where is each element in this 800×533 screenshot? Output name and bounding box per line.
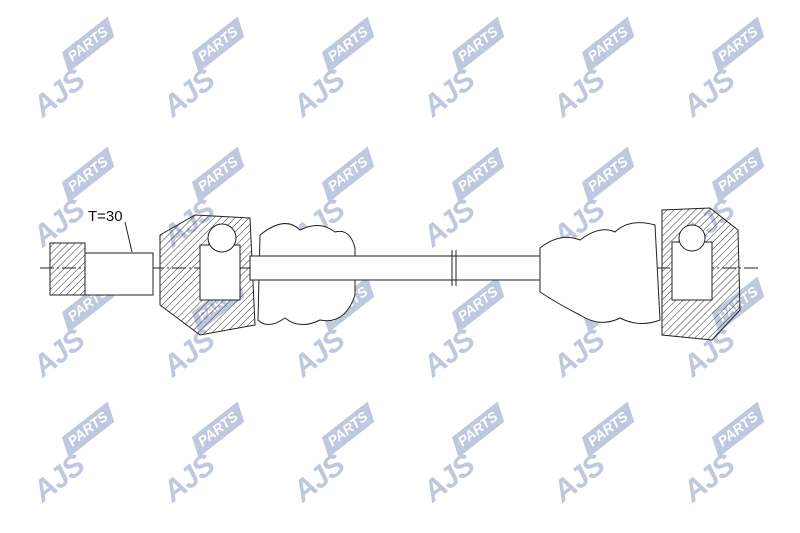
threaded-stub [84, 252, 154, 296]
leader-line [124, 221, 133, 253]
outer-boot [539, 222, 661, 324]
nut [49, 242, 86, 296]
outer-joint-ball [678, 224, 706, 252]
inner-joint-ball [207, 223, 237, 253]
inner-joint-cage [199, 244, 241, 301]
dimension-label: T=30 [88, 208, 123, 225]
outer-joint-cage [671, 241, 713, 301]
